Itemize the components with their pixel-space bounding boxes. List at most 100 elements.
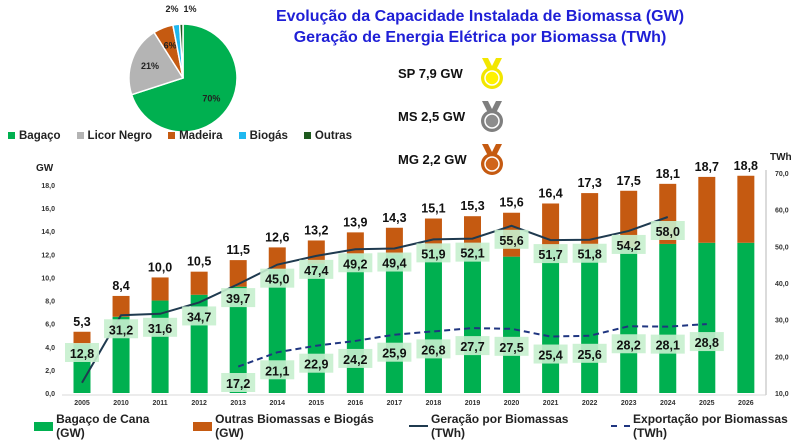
pie-slice-licor-negro: [128, 31, 185, 96]
pie-slice-label: 70%: [202, 94, 220, 104]
generation-label: 45,0: [265, 273, 289, 287]
x-tick-label: 2024: [660, 400, 676, 407]
bar-total-label: 10,0: [148, 260, 172, 274]
export-label: 28,2: [617, 338, 641, 352]
left-tick-label: 6,0: [45, 322, 55, 329]
medal-label-ms: MS 2,5 GW: [398, 109, 466, 124]
left-tick-label: 18,0: [41, 183, 55, 190]
bar-bagaco: [581, 248, 599, 393]
pie-slice-label: 21%: [141, 61, 159, 71]
bar-total-label: 5,3: [73, 315, 90, 329]
left-axis-title: GW: [36, 163, 54, 174]
x-tick-label: 2022: [582, 400, 598, 407]
x-tick-label: 2021: [543, 400, 559, 407]
bar-outras: [229, 260, 247, 287]
left-tick-label: 4,0: [45, 345, 55, 352]
bar-total-label: 17,3: [577, 176, 601, 190]
legend-label: Outras Biomassas e Biogás (GW): [215, 412, 374, 440]
bar-total-label: 16,4: [538, 186, 562, 200]
pie-legend-label: Biogás: [249, 130, 288, 142]
export-label-bg: [494, 336, 529, 356]
bar-bagaco: [620, 247, 638, 393]
export-label: 28,1: [656, 339, 680, 353]
x-tick-label: 2019: [465, 400, 481, 407]
legend-swatch: [8, 132, 15, 139]
x-tick-label: 2016: [348, 400, 364, 407]
generation-label-bg: [650, 221, 685, 240]
legend-swatch: [168, 132, 176, 139]
generation-label-bg: [182, 306, 217, 326]
export-label: 25,6: [577, 348, 601, 362]
medal-inner: [484, 113, 500, 129]
bar-total-label: 15,1: [421, 202, 445, 216]
line-geracao: [81, 216, 669, 384]
left-tick-label: 14,0: [41, 229, 55, 236]
export-label: 26,8: [421, 343, 445, 357]
bar-bagaco: [503, 256, 521, 393]
generation-label: 34,7: [187, 310, 211, 324]
bar-total-label: 17,5: [617, 174, 641, 188]
export-label-bg: [455, 336, 490, 356]
bar-total-label: 14,3: [382, 211, 406, 225]
generation-label-bg: [533, 244, 568, 264]
medal-icon: [481, 144, 503, 175]
export-label-bg: [299, 353, 334, 373]
generation-label-bg: [65, 343, 99, 362]
bar-bagaco: [737, 242, 755, 393]
x-tick-label: 2017: [387, 400, 403, 407]
bar-bagaco: [424, 248, 442, 393]
export-label-bg: [611, 334, 646, 354]
x-tick-label: 2015: [309, 400, 325, 407]
generation-label-bg: [572, 243, 607, 263]
generation-label-bg: [299, 259, 334, 279]
export-label: 17,2: [226, 377, 250, 391]
pie-legend-item: Licor Negro: [76, 130, 152, 142]
bar-total-label: 11,5: [226, 243, 250, 257]
generation-label: 51,8: [577, 248, 601, 262]
generation-label: 31,2: [109, 323, 133, 337]
bar-outras: [542, 203, 560, 249]
line-exportacao: [237, 323, 707, 368]
export-label: 28,8: [695, 336, 719, 350]
export-label-bg: [416, 339, 451, 359]
left-tick-label: 8,0: [45, 299, 55, 306]
legend-swatch: [303, 132, 311, 139]
bar-total-label: 18,8: [734, 159, 758, 173]
bar-outras: [464, 216, 481, 249]
bar-bagaco: [464, 248, 481, 393]
export-label-bg: [689, 332, 724, 352]
right-tick-label: 50,0: [775, 244, 789, 251]
left-tick-label: 2,0: [45, 368, 55, 375]
bar-outras: [268, 247, 286, 270]
right-tick-label: 60,0: [775, 208, 789, 215]
legend-label: Geração por Biomassas (TWh): [431, 412, 569, 440]
left-tick-label: 10,0: [41, 275, 55, 282]
export-label-bg: [533, 344, 568, 364]
left-tick-label: 0,0: [45, 391, 55, 398]
generation-label: 54,2: [617, 239, 641, 253]
export-label-bg: [221, 373, 256, 392]
generation-label: 39,7: [226, 292, 250, 306]
legend-swatch-orange: [192, 421, 213, 431]
bar-outras: [737, 175, 755, 243]
export-label-bg: [572, 343, 607, 363]
generation-label-bg: [377, 252, 412, 272]
export-label-bg: [650, 334, 685, 354]
chart-subtitle: Geração de Energia Elétrica por Biomassa…: [293, 29, 667, 46]
right-tick-label: 70,0: [775, 171, 789, 178]
export-label: 27,5: [499, 341, 523, 355]
medal-inner: [484, 70, 500, 86]
generation-label-bg: [455, 242, 490, 262]
x-tick-label: 2023: [621, 400, 637, 407]
pie-legend-label: Madeira: [179, 130, 223, 142]
x-tick-label: 2026: [738, 400, 754, 407]
generation-label-bg: [260, 268, 295, 288]
generation-label-bg: [494, 229, 529, 249]
pie-slice-label: 1%: [183, 4, 196, 14]
bar-outras: [151, 277, 169, 301]
generation-label-bg: [143, 317, 178, 337]
legend-item-geracao: Geração por Biomassas (TWh): [408, 412, 583, 440]
generation-label: 12,8: [70, 347, 94, 361]
